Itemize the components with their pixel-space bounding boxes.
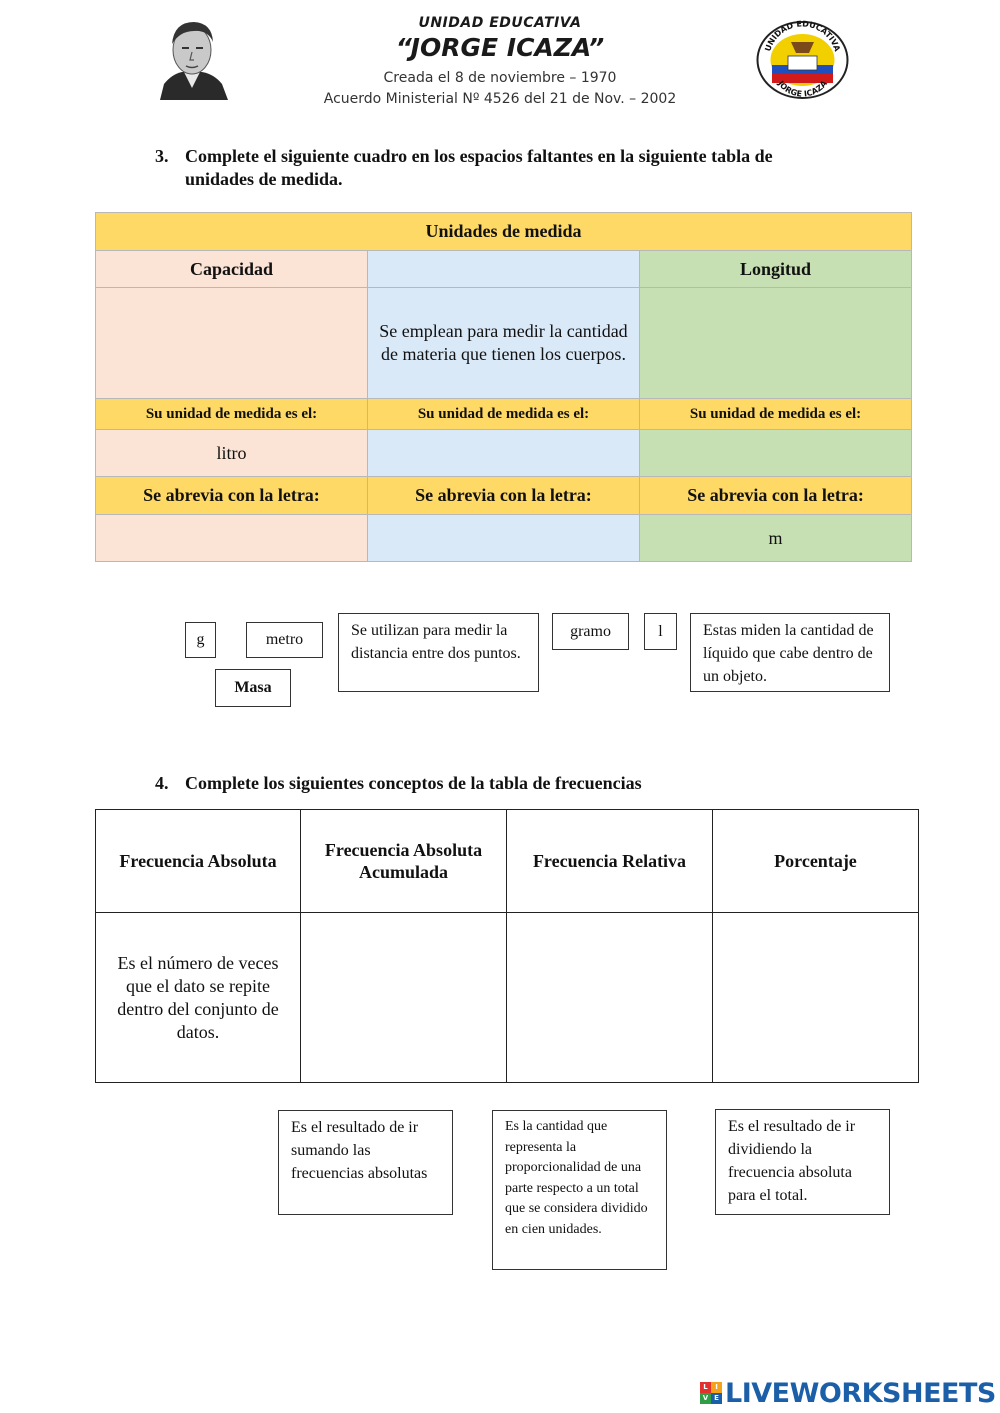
question-4-number: 4. — [155, 773, 169, 793]
option-relative-definition[interactable]: Es el resultado de ir dividiendo la frec… — [715, 1109, 890, 1215]
frequency-table: Frecuencia Absoluta Frecuencia Absoluta … — [95, 809, 919, 1083]
logo-icon-letter-l: L — [700, 1382, 711, 1393]
option-gramo[interactable]: gramo — [552, 613, 629, 650]
mass-unit-blank[interactable] — [367, 429, 640, 477]
length-abbr-value: m — [638, 514, 913, 562]
option-metro[interactable]: metro — [246, 622, 323, 658]
percentage-blank[interactable] — [712, 912, 919, 1083]
length-unit-label: Su unidad de medida es el: — [638, 398, 913, 430]
logo-icon-letter-i: I — [711, 1382, 722, 1393]
units-table-title: Unidades de medida — [94, 212, 913, 251]
cumulative-frequency-blank[interactable] — [300, 912, 507, 1083]
capacity-unit-label: Su unidad de medida es el: — [95, 398, 368, 430]
capacity-abbr-blank[interactable] — [95, 514, 368, 562]
capacity-header: Capacidad — [95, 250, 368, 288]
capacity-description-blank[interactable] — [95, 287, 368, 399]
header-absolute-frequency: Frecuencia Absoluta — [95, 809, 301, 913]
logo-icon-letter-e: E — [711, 1393, 722, 1404]
logo-icon-letter-v: V — [700, 1393, 711, 1404]
liveworksheets-text: LIVEWORKSHEETS — [725, 1377, 996, 1409]
option-masa[interactable]: Masa — [215, 669, 291, 707]
relative-frequency-blank[interactable] — [506, 912, 713, 1083]
school-name: “JORGE ICAZA” — [395, 33, 605, 62]
option-l[interactable]: l — [644, 613, 677, 650]
length-unit-blank[interactable] — [638, 429, 913, 477]
liveworksheets-icon: L I V E — [700, 1382, 722, 1404]
length-abbr-label: Se abrevia con la letra: — [638, 476, 913, 515]
option-length-description[interactable]: Se utilizan para medir la distancia entr… — [338, 613, 539, 692]
mass-header-blank[interactable] — [367, 250, 640, 288]
school-crest-logo: UNIDAD EDUCATIVA JORGE ICAZA — [756, 20, 849, 99]
header-relative-frequency: Frecuencia Relativa — [506, 809, 713, 913]
mass-abbr-blank[interactable] — [367, 514, 640, 562]
header-percentage: Porcentaje — [712, 809, 919, 913]
liveworksheets-logo[interactable]: L I V E LIVEWORKSHEETS — [700, 1377, 996, 1409]
length-header: Longitud — [638, 250, 913, 288]
founder-portrait-image — [160, 22, 228, 100]
mass-description: Se emplean para medir la cantidad de mat… — [367, 287, 640, 399]
mass-unit-label: Su unidad de medida es el: — [367, 398, 640, 430]
question-3-number: 3. — [155, 146, 169, 166]
ministerial-agreement: Acuerdo Ministerial Nº 4526 del 21 de No… — [323, 91, 677, 107]
option-percentage-definition[interactable]: Es la cantidad que representa la proporc… — [492, 1110, 667, 1270]
question-3-text-line1: Complete el siguiente cuadro en los espa… — [185, 146, 773, 166]
option-capacity-description[interactable]: Estas miden la cantidad de líquido que c… — [690, 613, 890, 692]
header-cumulative-frequency: Frecuencia Absoluta Acumulada — [300, 809, 507, 913]
capacity-unit-value: litro — [95, 429, 368, 477]
option-cumulative-definition[interactable]: Es el resultado de ir sumando las frecue… — [278, 1110, 453, 1215]
school-type-label: UNIDAD EDUCATIVA — [418, 15, 582, 31]
question-4: 4. Complete los siguientes conceptos de … — [155, 772, 875, 796]
units-table: Unidades de medida Capacidad Longitud Se… — [94, 212, 913, 562]
capacity-abbr-label: Se abrevia con la letra: — [95, 476, 368, 515]
question-3-text-line2: unidades de medida. — [185, 169, 343, 189]
question-3: 3. Complete el siguiente cuadro en los e… — [155, 145, 875, 193]
mass-abbr-label: Se abrevia con la letra: — [367, 476, 640, 515]
absolute-frequency-definition: Es el número de veces que el dato se rep… — [95, 912, 301, 1083]
question-4-text: Complete los siguientes conceptos de la … — [185, 773, 642, 793]
option-g[interactable]: g — [185, 622, 216, 658]
founding-date: Creada el 8 de noviembre – 1970 — [383, 70, 617, 86]
length-description-blank[interactable] — [638, 287, 913, 399]
